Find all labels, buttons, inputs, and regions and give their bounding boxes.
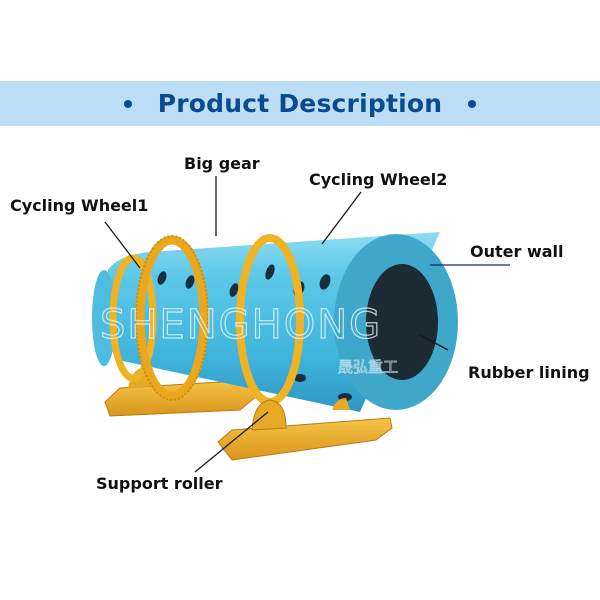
section-title: Product Description — [157, 89, 443, 118]
leader-lines — [104, 176, 510, 473]
label-big-gear: Big gear — [184, 154, 260, 173]
big-gear — [135, 235, 209, 401]
bullet-icon — [468, 99, 477, 108]
label-rubber-lining: Rubber lining — [468, 363, 590, 382]
watermark-cn: 晟弘重工 — [338, 358, 398, 376]
label-support-roller: Support roller — [96, 474, 223, 493]
label-cycling-wheel-2: Cycling Wheel2 — [309, 170, 448, 189]
product-diagram: SHENGHONG 晟弘重工 Big gear Cycling Wheel1 C… — [0, 126, 600, 526]
bullet-icon — [123, 99, 132, 108]
section-banner: Product Description — [0, 81, 600, 126]
rotary-drum-illustration: SHENGHONG 晟弘重工 — [92, 176, 510, 473]
label-outer-wall: Outer wall — [470, 242, 564, 261]
support-base-front — [217, 398, 393, 461]
watermark: SHENGHONG — [100, 302, 382, 348]
rubber-lining-opening — [366, 264, 438, 380]
drum-end-face — [334, 234, 458, 410]
label-cycling-wheel-1: Cycling Wheel1 — [10, 196, 149, 215]
